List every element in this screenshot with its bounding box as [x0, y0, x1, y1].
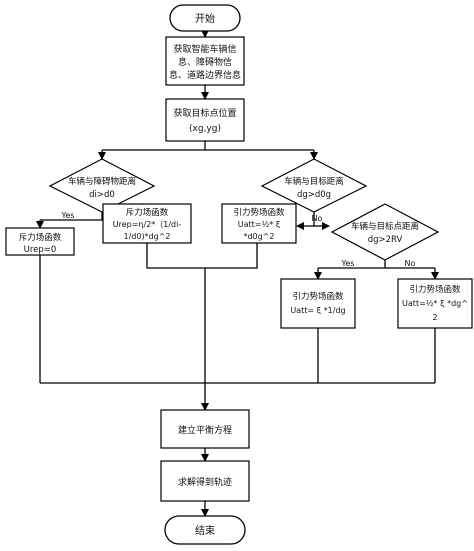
decision-goal: 车辆与目标距离 dg>d0g — [260, 158, 368, 213]
attraction-2-box: 引力势场函数 Uatt= ξ *1/dg — [280, 278, 356, 329]
line-repformula-merge — [146, 243, 258, 269]
repulsion-zero-box: 斥力场函数 Urep=0 — [5, 227, 75, 256]
build-equation-label: 建立平衡方程 — [178, 424, 232, 436]
solve-trajectory-label: 求解得到轨迹 — [178, 476, 232, 488]
attraction-1-line-2: Uatt=½* ξ — [238, 220, 281, 229]
repulsion-zero-line-1: 斥力场函数 — [19, 232, 62, 243]
decision-obstacle-line-2: di>d0 — [89, 190, 115, 200]
repulsion-formula-box: 斥力场函数 Urep=η/2*（1/di- 1/d0)*dg^2 — [102, 203, 192, 244]
acquire-info-line-2: 息、障碍物信 — [178, 56, 232, 68]
build-equation-box: 建立平衡方程 — [160, 409, 250, 449]
start-label: 开始 — [195, 12, 215, 25]
attraction-3-line-2: Uatt=½* ξ *dg^ — [402, 299, 468, 308]
end-terminal: 结束 — [164, 515, 246, 545]
attraction-3-line-1: 引力势场函数 — [409, 284, 461, 295]
repulsion-formula-line-3: 1/d0)*dg^2 — [123, 232, 170, 241]
attraction-1-box: 引力势场函数 Uatt=½* ξ *d0g^2 — [221, 203, 297, 244]
attraction-3-box: 引力势场函数 Uatt=½* ξ *dg^ 2 — [397, 278, 473, 329]
label-goal2-no: No — [405, 259, 416, 268]
get-goal-line-1: 获取目标点位置 — [173, 107, 236, 119]
decision-goal-line-2: dg>d0g — [297, 190, 331, 200]
label-goal-no: No — [312, 214, 323, 223]
decision-goal-2: 车辆与目标点距离 dg>2RV — [330, 203, 440, 261]
connectors — [36, 30, 439, 517]
attraction-3-line-3: 2 — [432, 313, 437, 322]
acquire-info-line-1: 获取智能车辆信 — [173, 43, 236, 55]
decision-obstacle-line-1: 车辆与障碍物距离 — [68, 176, 136, 187]
repulsion-formula-line-1: 斥力场函数 — [126, 207, 169, 218]
decision-goal-2-line-2: dg>2RV — [368, 235, 403, 245]
solve-trajectory-box: 求解得到轨迹 — [160, 460, 250, 502]
decision-goal-line-1: 车辆与目标距离 — [284, 176, 344, 187]
decision-obstacle: 车辆与障碍物距离 di>d0 — [48, 158, 156, 213]
get-goal-line-2: (xg,yg) — [189, 124, 221, 134]
get-goal-box: 获取目标点位置 (xg,yg) — [165, 98, 245, 142]
acquire-info-box: 获取智能车辆信 息、障碍物信 息、道路边界信息 — [165, 36, 245, 86]
start-terminal: 开始 — [169, 4, 241, 32]
attraction-1-line-3: *d0g^2 — [243, 232, 274, 241]
attraction-2-line-2: Uatt= ξ *1/dg — [290, 306, 345, 315]
acquire-info-line-3: 息、道路边界信息 — [169, 69, 241, 81]
attraction-2-line-1: 引力势场函数 — [292, 291, 344, 302]
decision-goal-2-line-1: 车辆与目标点距离 — [351, 221, 419, 232]
repulsion-formula-line-2: Urep=η/2*（1/di- — [113, 220, 182, 229]
attraction-1-line-1: 引力势场函数 — [233, 207, 285, 218]
end-label: 结束 — [195, 524, 215, 537]
repulsion-zero-line-2: Urep=0 — [24, 245, 57, 255]
label-obstacle-yes: Yes — [61, 211, 75, 220]
label-goal2-yes: Yes — [341, 259, 355, 268]
